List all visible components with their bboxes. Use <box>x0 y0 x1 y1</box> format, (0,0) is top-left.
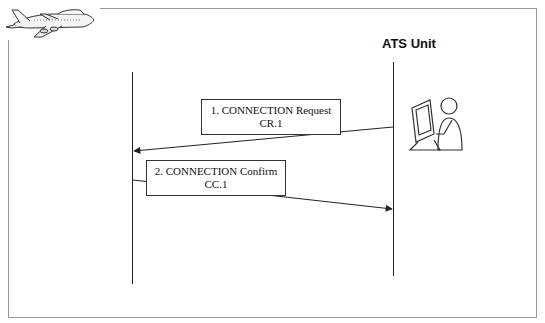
message-box: 2. CONNECTION Confirm CC.1 <box>146 160 286 196</box>
message-text: 2. CONNECTION Confirm CC.1 <box>153 165 279 191</box>
message-box: 1. CONNECTION Request CR.1 <box>201 99 341 135</box>
aircraft-lifeline <box>132 72 133 284</box>
unit-label: ATS Unit <box>382 36 436 51</box>
controller-icon <box>410 98 462 150</box>
frame <box>9 9 537 318</box>
message-text: 1. CONNECTION Request CR.1 <box>208 104 334 130</box>
ats-lifeline <box>393 62 394 276</box>
airplane-illustration <box>0 0 100 40</box>
